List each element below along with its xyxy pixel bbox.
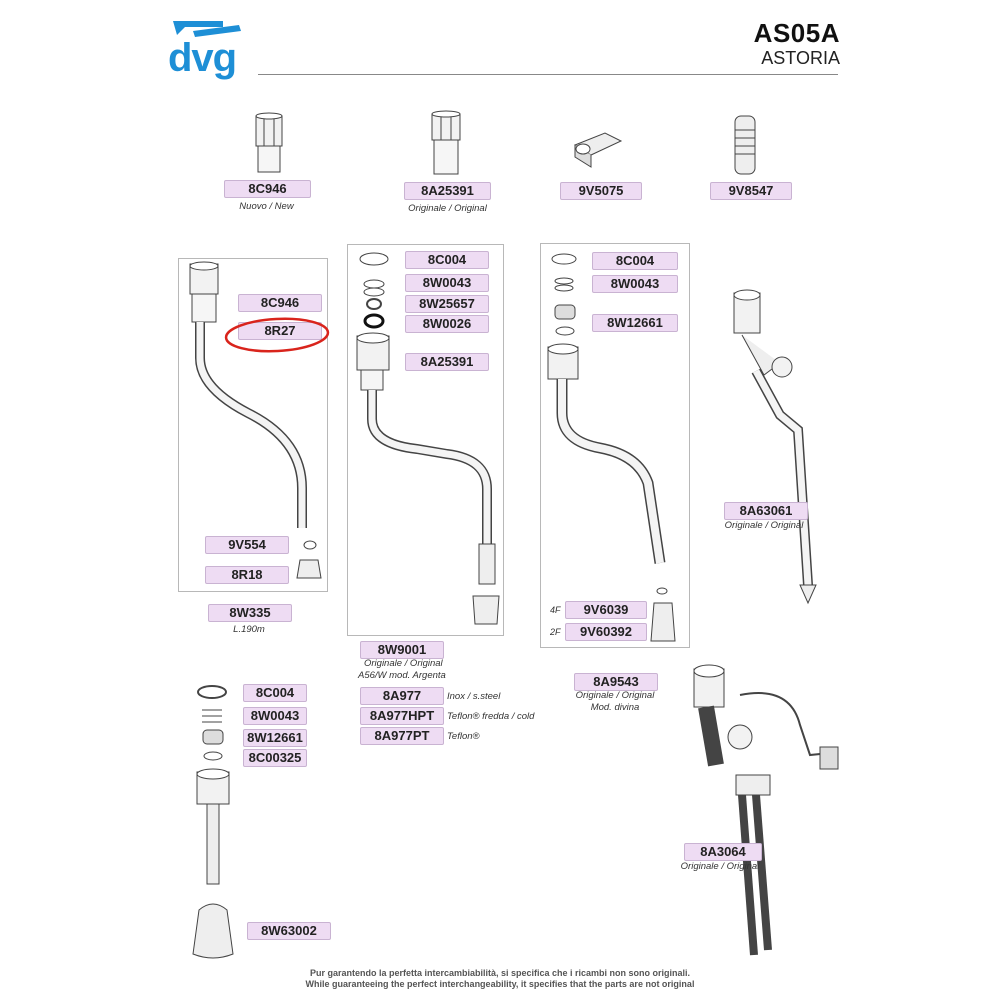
logo-mark-icon [173,21,241,37]
caption-box3-2: Mod. divina [590,702,640,713]
steam-tip-assembly-icon [192,685,234,959]
label-variant-4: 8A977PT [360,727,444,745]
label-option-2: 9V60392 [565,623,647,641]
label-box2-3: 8W25657 [405,295,489,313]
variant-caption-1: Originale / Original [364,658,443,669]
steam-pipe-divina-icon [547,253,676,642]
label-box2-4: 8W0026 [405,315,489,333]
label-bottom-4: 8C00325 [243,749,307,767]
brand-name: ASTORIA [761,48,840,68]
label-box1-1: 8C946 [238,294,322,312]
caption-top-1: Nuovo / New [239,201,294,212]
label-top-1: 8C946 [224,180,311,198]
caption-box3-1: Originale / Original [575,690,655,701]
option-prefix-2: 2F [550,627,561,637]
steam-wand-8a3064-icon [693,664,839,956]
label-box3-3: 8W12661 [592,314,678,332]
caption-right-1: Originale / Original [724,520,804,531]
steam-pipe-icon [189,261,322,579]
fitting-8c946-icon [255,112,283,173]
footnote-line-1: Pur garantendo la perfetta intercambiabi… [309,968,691,978]
label-box1-3: 9V554 [205,536,289,554]
label-variant-2: 8A977 [360,687,444,705]
label-right-1: 8A63061 [724,502,808,520]
clip-9v5075-icon [573,132,623,168]
label-bottom-3: 8W12661 [243,729,307,747]
fitting-8a25391-icon [431,110,461,175]
label-top-2: 8A25391 [404,182,491,200]
variant-caption-2: A56/W mod. Argenta [358,670,446,681]
box-steam-pipe-argenta [347,244,504,636]
label-box2-1: 8C004 [405,251,489,269]
label-variant-3: 8A977HPT [360,707,444,725]
option-prefix-1: 4F [550,605,561,615]
label-box3-code: 8A9543 [574,673,658,691]
model-code: AS05A [753,18,840,48]
spring-9v8547-icon [734,115,756,175]
label-bottom-2: 8W0043 [243,707,307,725]
label-bottom-1: 8C004 [243,684,307,702]
label-box2-2: 8W0043 [405,274,489,292]
label-variant-1: 8W9001 [360,641,444,659]
header-rule [258,74,838,75]
label-box1-4: 8R18 [205,566,289,584]
variant-note-2: Inox / s.steel [447,691,501,702]
label-box1-code: 8W335 [208,604,292,622]
label-box1-2: 8R27 [238,322,322,340]
red-circle-annotation [224,317,330,353]
box-steam-pipe [178,258,328,592]
box-steam-pipe-divina [540,243,690,648]
label-box2-5: 8A25391 [405,353,489,371]
label-top-3: 9V5075 [560,182,642,200]
label-top-4: 9V8547 [710,182,792,200]
variant-note-4: Teflon® [447,731,480,742]
label-box3-1: 8C004 [592,252,678,270]
label-bottom-5: 8W63002 [247,922,331,940]
label-box3-2: 8W0043 [592,275,678,293]
caption-box1: L.190m [233,624,265,635]
disclaimer-footnote: Pur garantendo la perfetta intercambiabi… [0,968,1000,990]
logo-text: dvg [168,36,237,80]
caption-right-2: Originale / Original [680,861,760,872]
steam-wand-8a63061-icon [733,289,817,605]
footnote-line-2: While guaranteeing the perfect interchan… [305,979,695,989]
caption-top-2: Originale / Original [408,203,487,214]
label-option-1: 9V6039 [565,601,647,619]
steam-pipe-argenta-icon [356,252,500,625]
variant-note-3: Teflon® fredda / cold [447,711,535,722]
label-right-2: 8A3064 [684,843,762,861]
